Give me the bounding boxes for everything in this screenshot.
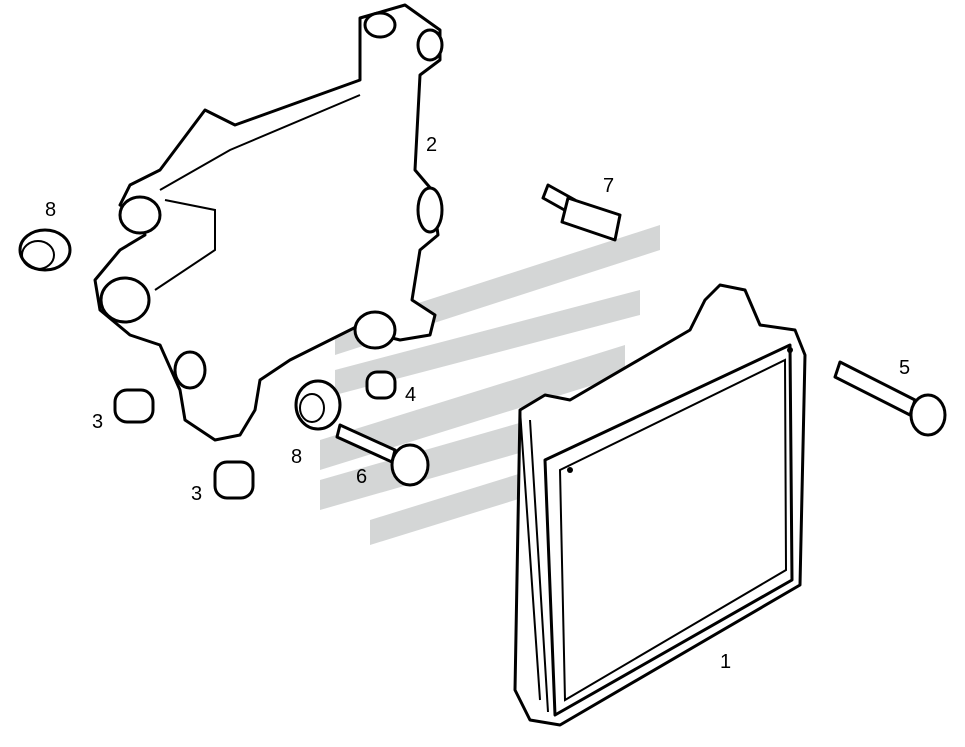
stud-part [541,183,622,242]
bracket-part [93,3,444,442]
callout-7-stud: 7 [603,175,614,197]
ecu-part [513,283,807,727]
plug-left-part [113,388,155,424]
callout-5-bolt-long: 5 [899,357,910,379]
grommet-left-part [18,228,72,272]
callout-6-bolt-short: 6 [356,466,367,488]
grommet-center-part [294,379,342,431]
callout-4-spacer: 4 [405,384,416,406]
callout-3-plug-bottom: 3 [191,483,202,505]
spacer-part [365,370,397,400]
bolt-short-part [335,423,430,487]
callout-2-bracket: 2 [426,134,437,156]
bolt-long-part [833,360,947,437]
plug-bottom-part [213,460,255,500]
callout-3-plug-left: 3 [92,411,103,433]
callout-8-grommet-center: 8 [291,446,302,468]
callout-8-grommet-left: 8 [45,199,56,221]
callout-1-ecu: 1 [720,651,731,673]
